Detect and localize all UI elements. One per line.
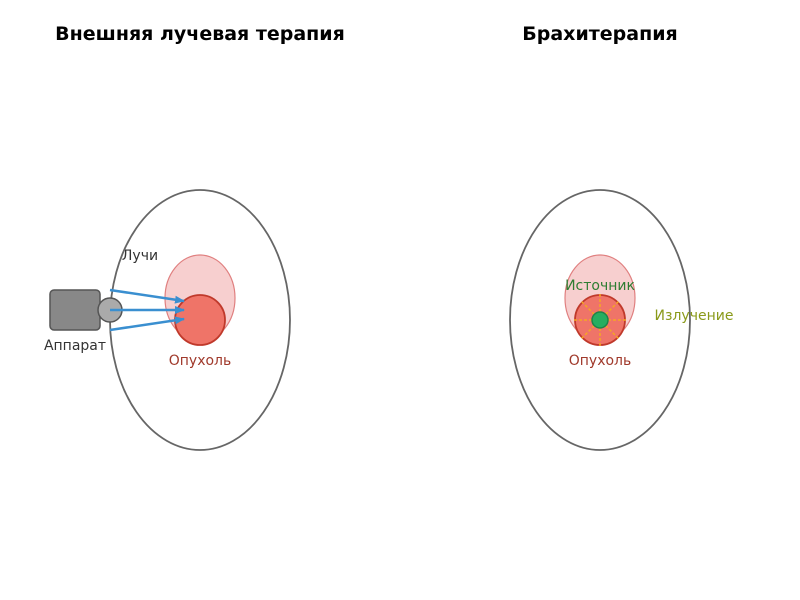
radiation-source (591, 311, 609, 329)
radiation-ray (605, 325, 619, 339)
radiation-ray (605, 301, 619, 315)
radiation-ray (581, 325, 595, 339)
radiation-ray (581, 301, 595, 315)
tumor-label-brachy: Опухоль (569, 353, 632, 369)
external-therapy-panel: Внешняя лучевая терапия Лучи Аппарат Опу… (44, 23, 345, 451)
beam-lower (109, 316, 185, 332)
brachytherapy-panel: Брахитерапия Источник Излучение Опухоль (509, 23, 734, 451)
beams-label: Лучи (122, 248, 158, 264)
radiation-device-body (49, 289, 101, 331)
radiation-rays (574, 294, 626, 346)
brachytherapy-title: Брахитерапия (522, 23, 677, 45)
source-label: Источник (565, 278, 635, 294)
radiation-label: Излучение (655, 308, 734, 324)
tumor-label-external: Опухоль (169, 353, 232, 369)
beam-upper (109, 288, 185, 304)
external-therapy-title: Внешняя лучевая терапия (55, 23, 345, 45)
body-outline-brachy (509, 189, 691, 451)
device-label: Аппарат (44, 338, 106, 354)
beams (109, 288, 185, 332)
